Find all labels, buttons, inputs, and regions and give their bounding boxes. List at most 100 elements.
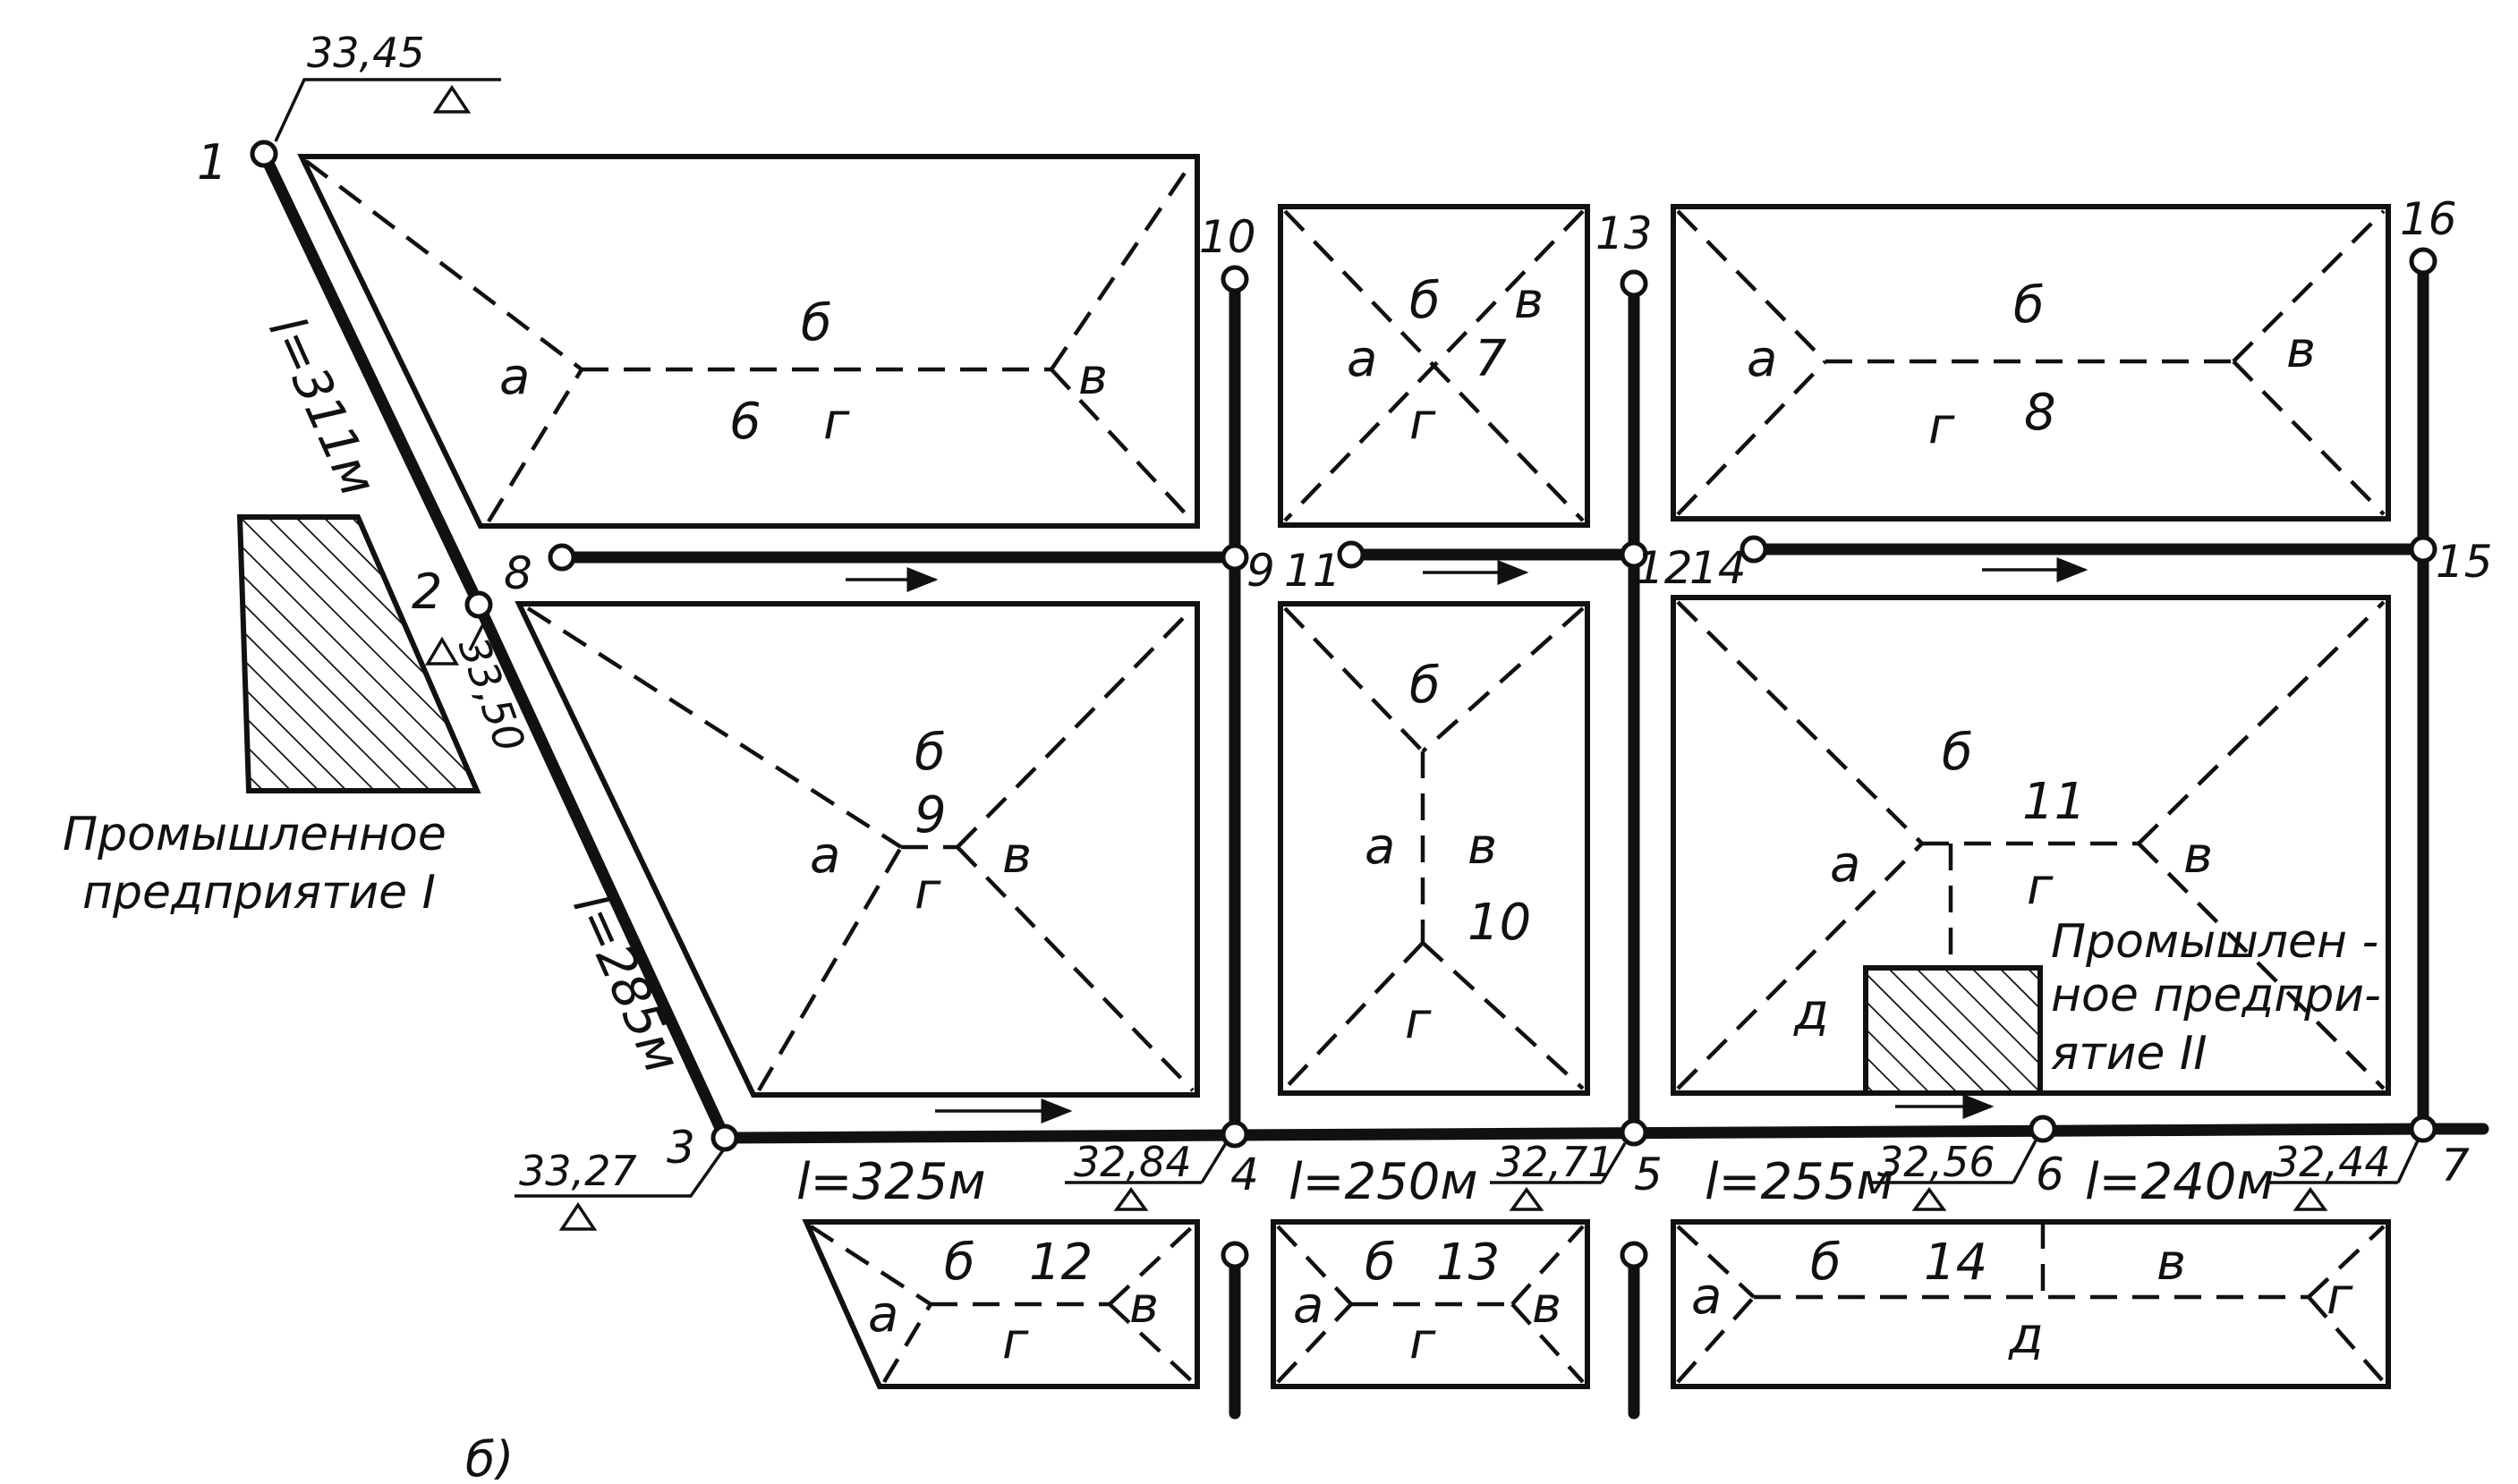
block-12-drainage — [809, 1225, 1195, 1384]
node-label-4: 4 — [1230, 1149, 1259, 1200]
node-16-marker — [2409, 247, 2437, 276]
block-8-area-v: в — [2286, 321, 2316, 379]
block-11-area-g: г — [2027, 858, 2054, 916]
node-label-2: 2 — [412, 564, 442, 620]
block-13-drainage — [1276, 1225, 1585, 1384]
node-label-3: 3 — [667, 1122, 695, 1174]
block-10-area-v: в — [1467, 818, 1497, 876]
block-10-area-a: а — [1365, 818, 1395, 876]
node-label-11: 11 — [1284, 545, 1341, 597]
block-7-outline — [1278, 204, 1590, 528]
elevation-5-leader — [1490, 1142, 1627, 1211]
block-9-area-a: а — [810, 827, 840, 885]
block-10-drainage — [1283, 606, 1585, 1090]
block-8-outline — [1671, 204, 2391, 522]
block-7-area-v: в — [1514, 272, 1544, 330]
node-2-marker — [464, 590, 493, 619]
node-label-16: 16 — [2400, 193, 2457, 245]
length-3-4: l=325м — [796, 1153, 986, 1211]
elevation-3: 33,27 — [519, 1147, 637, 1195]
node-7-marker — [2409, 1115, 2437, 1143]
block-14-outline — [1671, 1219, 2391, 1389]
block-11-drainage — [1676, 600, 2386, 1090]
node-10-marker — [1221, 265, 1249, 293]
elevation-2-leader — [424, 615, 489, 666]
block-11-area-v: в — [2183, 827, 2213, 885]
block-6-area-b: б — [801, 294, 832, 352]
node-15-marker — [2409, 535, 2437, 564]
block-11-area-b: б — [1942, 724, 1973, 782]
block-8-drainage — [1676, 209, 2386, 516]
block-11-area-a: а — [1830, 835, 1860, 894]
elevation-1-leader — [274, 78, 501, 142]
node-label-13: 13 — [1595, 208, 1653, 259]
node-label-10: 10 — [1199, 211, 1256, 263]
block-7-drainage — [1283, 209, 1585, 522]
plant-1-caption-line-1: Промышленное — [63, 808, 447, 861]
node-9-marker — [1221, 543, 1249, 572]
block-13-outline — [1271, 1219, 1590, 1389]
block-6-area-a: а — [499, 348, 530, 406]
block-7-number: 7 — [1475, 330, 1507, 388]
block-13-area-b: б — [1365, 1234, 1396, 1292]
block-9-area-b: б — [914, 724, 946, 782]
block-13-number: 13 — [1436, 1234, 1500, 1292]
block-13-area-v: в — [1532, 1276, 1561, 1335]
plant-1-caption-line-2: предприятие I — [82, 866, 436, 920]
elevation-6: 32,56 — [1877, 1138, 1995, 1186]
node-label-6: 6 — [2036, 1149, 2064, 1200]
block-9-outline — [515, 601, 1200, 1098]
stub-marker-4 — [1221, 1241, 1249, 1269]
block-8-area-b: б — [2013, 276, 2045, 335]
node-8-marker — [548, 543, 576, 572]
node-label-1: 1 — [197, 134, 227, 191]
block-7-area-g: г — [1409, 393, 1436, 451]
block-7-area-a: а — [1347, 330, 1377, 388]
block-6-area-v: в — [1078, 348, 1108, 406]
node-label-8: 8 — [504, 547, 532, 599]
block-14-area-d: д — [2008, 1307, 2044, 1365]
block-6-area-g: г — [823, 393, 850, 451]
node-13-marker — [1620, 269, 1648, 298]
node-4-marker — [1221, 1120, 1249, 1149]
elevation-3-leader — [515, 1149, 725, 1231]
node-label-7: 7 — [2441, 1140, 2470, 1191]
length-5-6: l=255м — [1705, 1153, 1894, 1211]
plant-2-hatched-area — [1863, 965, 2043, 1096]
block-12-number: 12 — [1029, 1234, 1093, 1292]
length-6-7: l=240м — [2085, 1153, 2275, 1211]
block-10-area-g: г — [1405, 992, 1432, 1050]
node-5-marker — [1620, 1118, 1648, 1147]
block-12-area-g: г — [1002, 1312, 1029, 1370]
figure-label: б) — [465, 1431, 514, 1480]
elevation-6-leader — [1868, 1140, 2037, 1211]
elevation-4: 32,84 — [1074, 1138, 1192, 1186]
node-label-14: 14 — [1689, 542, 1747, 594]
node-label-9: 9 — [1246, 545, 1275, 597]
block-14-area-v: в — [2156, 1234, 2186, 1292]
block-10-number: 10 — [1467, 894, 1531, 952]
elevation-7-leader — [2268, 1140, 2420, 1211]
length-4-5: l=250м — [1289, 1153, 1478, 1211]
block-9-number: 9 — [914, 786, 947, 844]
block-12-area-v: в — [1129, 1276, 1159, 1335]
node-1-marker — [250, 140, 278, 168]
block-6-outline — [297, 154, 1200, 529]
node-3-marker — [710, 1124, 739, 1152]
block-9-drainage — [526, 606, 1195, 1092]
block-14-number: 14 — [1924, 1234, 1987, 1292]
block-9-area-v: в — [1002, 827, 1032, 885]
block-10-area-b: б — [1409, 657, 1441, 715]
block-12-outline — [802, 1219, 1200, 1389]
node-6-marker — [2029, 1115, 2057, 1143]
block-11-area-d: д — [1793, 983, 1829, 1041]
elevation-4-leader — [1065, 1142, 1228, 1211]
block-14-area-a: а — [1691, 1268, 1722, 1326]
block-8-area-g: г — [1928, 397, 1955, 455]
node-label-15: 15 — [2436, 536, 2493, 588]
plant-1-hatched-area — [236, 514, 481, 793]
plant-2-caption-line-1: Промышлен - — [2051, 915, 2378, 969]
node-14-marker — [1740, 535, 1768, 564]
